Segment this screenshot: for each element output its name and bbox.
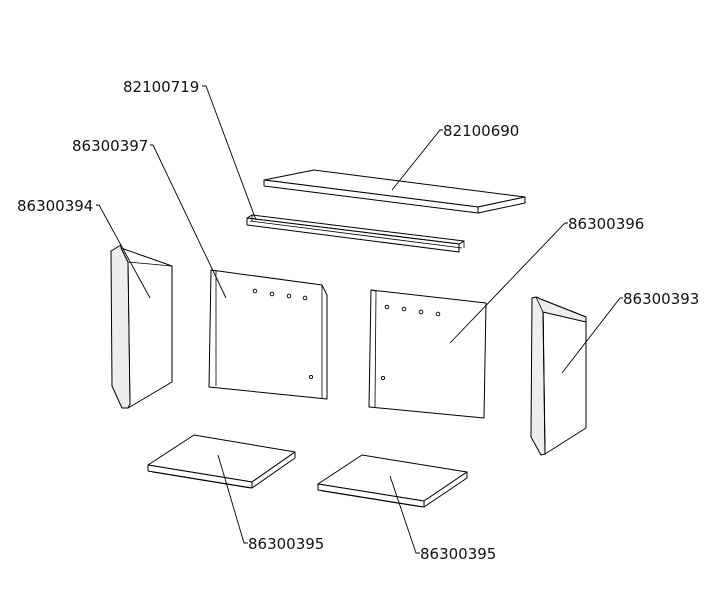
angle-rail [246,214,465,253]
leader-lines [96,85,623,554]
label-bottom-plate-left: 86300395 [248,535,324,553]
label-bottom-plate-right: 86300395 [420,545,496,563]
label-top-board: 82100690 [443,122,519,140]
bottom-plate-right [317,454,468,508]
left-back-panel [208,269,328,400]
label-right-side-panel: 86300393 [623,290,699,308]
label-angle-rail: 82100719 [123,78,199,96]
label-left-side-panel: 86300394 [17,197,93,215]
right-back-panel [368,289,487,419]
part-labels: 82100719 82100690 86300397 86300394 8630… [17,78,699,563]
right-side-panel [530,296,587,456]
left-side-panel [110,244,173,409]
label-right-back-panel: 86300396 [568,215,644,233]
label-left-back-panel: 86300397 [72,137,148,155]
bottom-plate-left [147,434,296,489]
top-board [263,169,526,214]
